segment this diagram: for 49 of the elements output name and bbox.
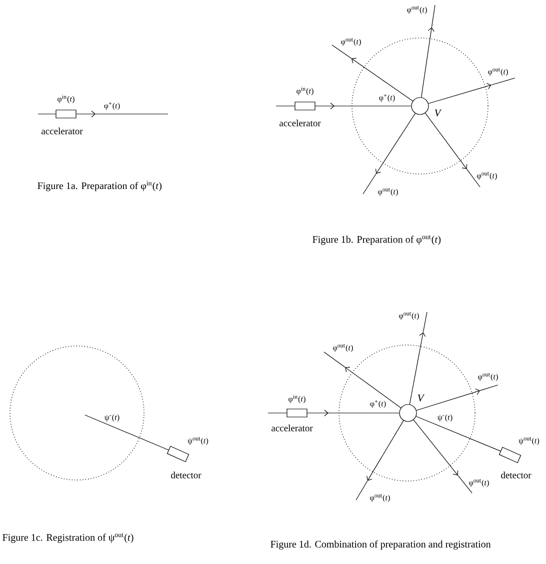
caption: Figure 1c. Registration of ψ$^{out}$(t): [2, 533, 134, 543]
vertex-label: V: [418, 394, 425, 402]
edge-label: φ$^{out}$(t): [369, 494, 391, 502]
arrow: [76, 110, 96, 118]
edge-label: φ$^{out}$(t): [477, 372, 499, 382]
arrow: [424, 112, 468, 170]
arrow: [413, 420, 458, 476]
vertex-label: V: [434, 109, 442, 116]
arrow: [375, 113, 416, 174]
edge-label: φ$^{+}$(t): [103, 102, 121, 110]
edge-label: ψ$^{-}$(t): [104, 414, 120, 422]
field-label: φ$^{in}$(t): [296, 86, 314, 96]
detector-box: [166, 446, 190, 462]
field-label: ψ$^{out}$(t): [518, 437, 540, 445]
device-label: detector: [501, 472, 532, 478]
field-label: φ$^{in}$(t): [58, 94, 74, 104]
device-label: accelerator: [280, 120, 321, 126]
edge-label: φ$^{out}$(t): [340, 38, 362, 46]
vertex-circle: [399, 404, 417, 422]
edge-label: φ$^{out}$(t): [398, 312, 420, 320]
edge-label: ψ$^{-}$(t): [436, 414, 454, 422]
field-label: φ$^{in}$(t): [288, 394, 306, 404]
arrow: [351, 58, 414, 102]
edge-label: φ$^{out}$(t): [406, 6, 428, 14]
edge-label: φ$^{out}$(t): [468, 478, 490, 488]
field-label: ψ$^{out}$(t): [188, 437, 208, 445]
caption: Figure 1a. Preparation of φ$^{in}$(t): [38, 180, 162, 192]
edge-label: φ$^{+}$(t): [378, 94, 396, 102]
edge-label: φ$^{out}$(t): [332, 344, 354, 352]
arrow: [366, 420, 404, 481]
vertex-circle: [411, 97, 429, 115]
device-label: accelerator: [42, 128, 83, 134]
device-label: detector: [171, 472, 202, 478]
caption: Figure 1b. Preparation of φ$^{out}$(t): [312, 235, 441, 245]
arrow: [345, 366, 402, 408]
accelerator-box: [294, 102, 316, 110]
arrow: [416, 388, 480, 411]
edge-label: φ$^{out}$(t): [487, 68, 509, 76]
edge-label: φ$^{+}$(t): [369, 400, 387, 408]
accelerator-box: [56, 110, 76, 118]
edge-label: φ$^{out}$(t): [476, 172, 498, 180]
arrow: [428, 82, 492, 104]
caption: Figure 1d. Combination of preparation and registration: [270, 540, 491, 550]
arrow: [421, 27, 434, 98]
arrow: [409, 332, 426, 405]
edge-label: φ$^{out}$(t): [377, 188, 399, 196]
accelerator-box: [286, 408, 308, 418]
detector-box: [498, 446, 522, 464]
device-label: accelerator: [272, 424, 313, 432]
